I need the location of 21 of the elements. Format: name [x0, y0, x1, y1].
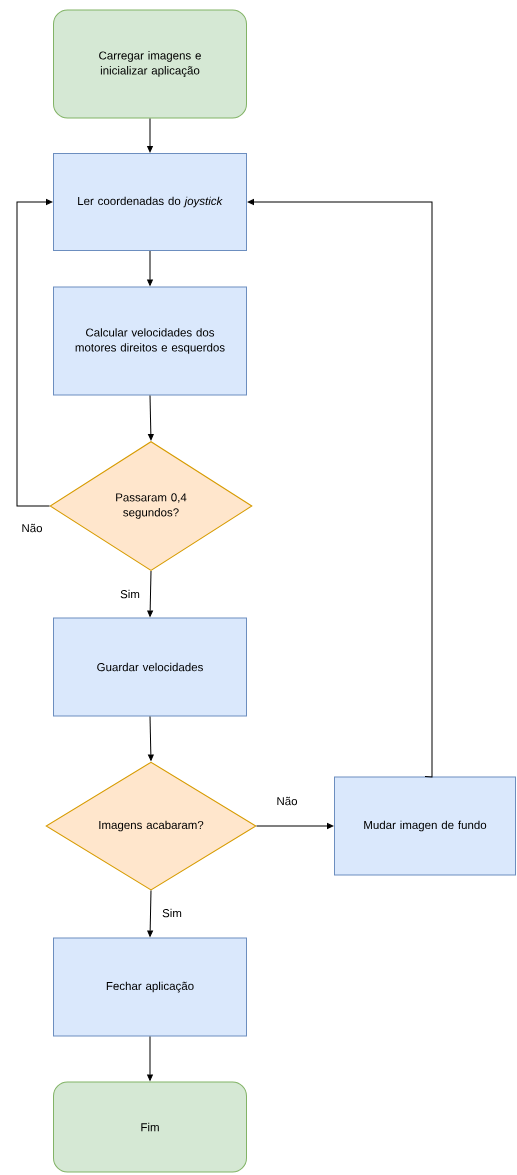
process-box: Fechar aplicação: [53, 937, 247, 1037]
arrow: [147, 250, 153, 286]
edge-label: Não: [20, 522, 44, 534]
edge-label: Não: [275, 795, 299, 807]
arrow: [147, 570, 153, 617]
arrow: [147, 1036, 153, 1081]
process-box: Calcular velocidades dos motores direitos e esquerdos: [53, 286, 247, 396]
arrow: [16, 199, 53, 507]
terminal-box: Fim: [53, 1081, 247, 1173]
process-box: Guardar velocidades: [53, 617, 247, 717]
edge-label: Sim: [119, 588, 141, 600]
edge-label: Sim: [161, 907, 183, 919]
arrow: [147, 118, 153, 153]
arrow: [147, 890, 153, 937]
arrow: [247, 199, 433, 778]
arrow: [256, 823, 334, 829]
arrow: [148, 716, 154, 761]
process-box: Ler coordenadas do joystick: [53, 153, 247, 251]
process-box: Mudar imagen de fundo: [334, 776, 516, 876]
arrow: [148, 395, 154, 441]
terminal-box: Carregar imagens e inicializar aplicação: [53, 9, 247, 119]
